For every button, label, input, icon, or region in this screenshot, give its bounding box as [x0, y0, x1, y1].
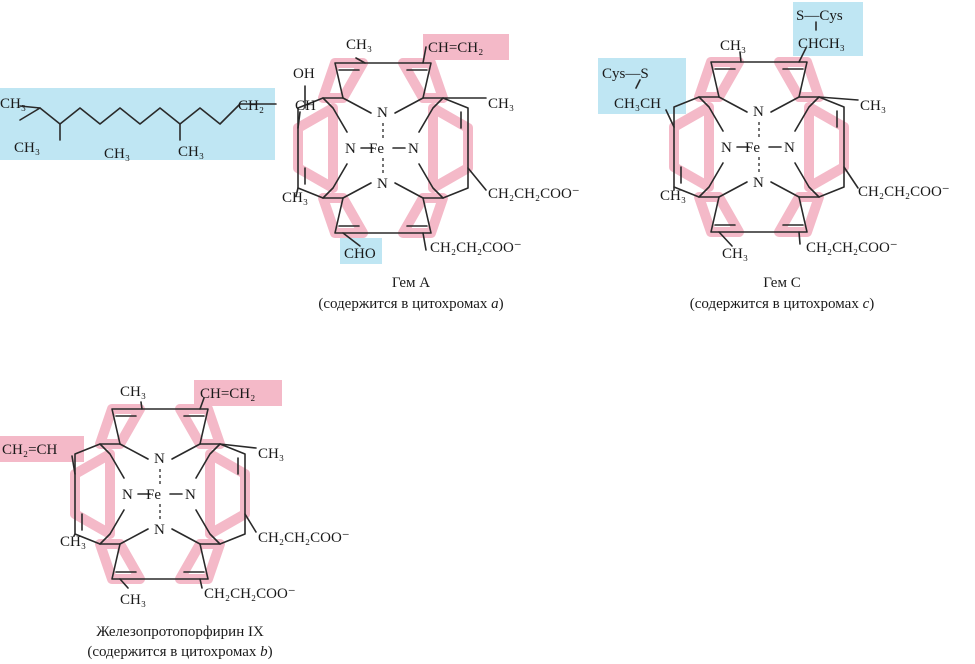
heme-c-thio-top: S—Cys	[796, 8, 843, 24]
protoporphyrin-propionate-2: CH₂CH₂COO⁻	[204, 586, 296, 602]
protoporphyrin-propionate-1: CH₂CH₂COO⁻	[258, 530, 350, 546]
protoporphyrin-n-top: N	[154, 451, 165, 467]
heme-a-caption-note: (содержится в цитохромах a)	[318, 296, 503, 312]
heme-c-thio-left: Cys—S	[602, 66, 649, 82]
heme-a-formyl: CHO	[344, 246, 376, 262]
heme-a-ch3-right: CH₃	[488, 96, 514, 112]
heme-a-structure: CH₃ CH=CH₂ CH₃ CH₂CH₂COO⁻ CH₂CH₂COO⁻ CHO…	[0, 34, 580, 312]
heme-c-caption-name: Гем C	[763, 275, 800, 291]
heme-a-n-top: N	[377, 105, 388, 121]
heme-a-vinyl-highlight	[423, 34, 509, 60]
heme-c-ch3-left: CH₃	[660, 188, 686, 204]
heme-a-tail-highlight	[0, 88, 275, 160]
heme-c-structure: S—Cys CHCH₃ CH₃ Cys—S CH₃CH CH₃ CH₂CH₂CO…	[598, 2, 950, 312]
heme-a-n-right: N	[408, 141, 419, 157]
heme-a-ch: CH	[295, 98, 316, 114]
heme-c-ch3-right: CH₃	[860, 98, 886, 114]
heme-a-propionate-2: CH₂CH₂COO⁻	[430, 240, 522, 256]
heme-c-n-right: N	[784, 140, 795, 156]
heme-c-ch3ch-left: CH₃CH	[614, 96, 661, 112]
protoporphyrin-ch3-top: CH₃	[120, 384, 146, 400]
heme-a-tail-ch3-b: CH₃	[14, 140, 40, 156]
heme-a-n-bottom: N	[377, 176, 388, 192]
heme-c-n-top: N	[753, 104, 764, 120]
protoporphyrin-fe: Fe	[146, 487, 161, 503]
heme-c-ch3-bottom: CH₃	[722, 246, 748, 262]
protoporphyrin-ch3-left: CH₃	[60, 534, 86, 550]
heme-c-propionate-1: CH₂CH₂COO⁻	[858, 184, 950, 200]
heme-a-fe: Fe	[369, 141, 384, 157]
heme-a-ch3-top: CH₃	[346, 37, 372, 53]
heme-a-vinyl: CH=CH₂	[428, 40, 483, 56]
protoporphyrin-ch3-right: CH₃	[258, 446, 284, 462]
protoporphyrin-structure: CH₃ CH=CH₂ CH₂=CH CH₃ CH₂CH₂COO⁻ CH₂CH₂C…	[0, 380, 350, 660]
heme-c-fe: Fe	[745, 140, 760, 156]
protoporphyrin-caption-name: Железопротопорфирин IX	[96, 624, 264, 640]
heme-a-ch3-left: CH₃	[282, 190, 308, 206]
heme-c-propionate-2: CH₂CH₂COO⁻	[806, 240, 898, 256]
heme-c-caption-note: (содержится в цитохромах c)	[690, 296, 875, 312]
heme-a-caption-name: Гем A	[392, 275, 430, 291]
protoporphyrin-caption-note: (содержится в цитохромах b)	[87, 644, 272, 660]
heme-a-n-left: N	[345, 141, 356, 157]
heme-c-n-bottom: N	[753, 175, 764, 191]
protoporphyrin-vinyl-top-highlight	[194, 380, 282, 406]
heme-a-tail-ch3-c: CH₃	[104, 146, 130, 162]
heme-a-tail-ch3-a: CH₃	[0, 96, 26, 112]
protoporphyrin-n-bottom: N	[154, 522, 165, 538]
heme-a-oh: OH	[293, 66, 315, 82]
heme-c-thioether-top-highlight	[793, 2, 863, 56]
protoporphyrin-vinyl-top: CH=CH₂	[200, 386, 255, 402]
heme-c-chch3-top: CHCH₃	[798, 36, 845, 52]
heme-a-ch2: CH₂	[238, 98, 264, 114]
heme-a-propionate-1: CH₂CH₂COO⁻	[488, 186, 580, 202]
heme-a-tail-ch3-d: CH₃	[178, 144, 204, 160]
protoporphyrin-ch3-bottom: CH₃	[120, 592, 146, 608]
heme-c-thioether-left-highlight	[598, 58, 686, 114]
heme-a-formyl-highlight	[340, 238, 382, 264]
protoporphyrin-vinyl-left-highlight	[0, 436, 84, 462]
heme-c-ch3-top: CH₃	[720, 38, 746, 54]
protoporphyrin-n-left: N	[122, 487, 133, 503]
protoporphyrin-n-right: N	[185, 487, 196, 503]
protoporphyrin-vinyl-left: CH₂=CH	[2, 442, 58, 458]
heme-c-n-left: N	[721, 140, 732, 156]
